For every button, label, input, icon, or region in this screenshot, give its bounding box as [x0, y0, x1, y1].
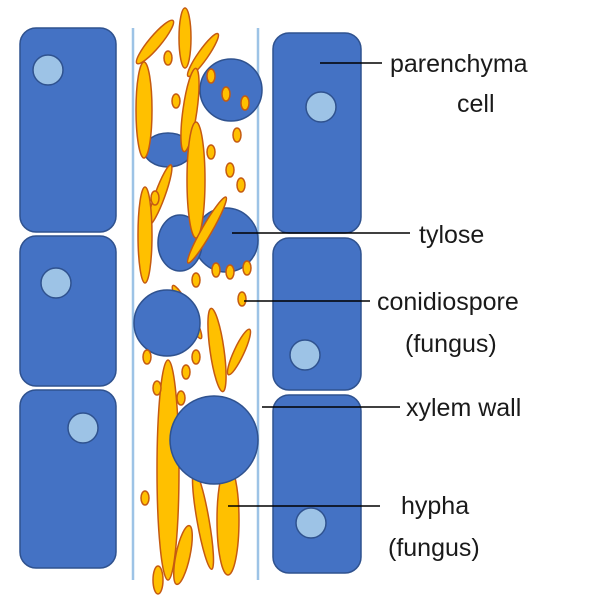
conidiospore: [172, 94, 180, 108]
label-tylose: tylose: [419, 221, 484, 249]
nucleus: [41, 268, 71, 298]
conidiospore: [233, 128, 241, 142]
conidiospore: [212, 263, 220, 277]
label-conidiospore-line2: (fungus): [405, 330, 497, 358]
conidiospore: [243, 261, 251, 275]
nucleus: [296, 508, 326, 538]
nucleus: [306, 92, 336, 122]
nucleus: [68, 413, 98, 443]
hypha: [136, 62, 152, 158]
parenchyma-cell: [273, 395, 361, 573]
conidiospore: [192, 273, 200, 287]
label-conidiospore-line1: conidiospore: [377, 288, 519, 316]
conidiospore: [192, 350, 200, 364]
conidiospore: [177, 391, 185, 405]
nucleus: [33, 55, 63, 85]
parenchyma-cell: [20, 236, 116, 386]
conidiospore: [141, 491, 149, 505]
labels: parenchyma cell tylose conidiospore (fun…: [377, 50, 528, 562]
conidiospore: [238, 292, 246, 306]
tylose: [200, 59, 262, 121]
tylose: [170, 396, 258, 484]
hypha: [204, 307, 230, 392]
conidiospore: [241, 96, 249, 110]
right-parenchyma-column: [273, 33, 361, 573]
hypha: [188, 470, 217, 571]
hypha: [138, 187, 152, 283]
conidiospore: [151, 191, 159, 205]
label-hypha-line2: (fungus): [388, 534, 480, 562]
conidiospore: [226, 265, 234, 279]
label-parenchyma-line1: parenchyma: [390, 50, 528, 78]
tylose: [134, 290, 200, 356]
conidiospore: [207, 145, 215, 159]
parenchyma-cell: [20, 390, 116, 568]
parenchyma-cell: [273, 238, 361, 390]
nucleus: [290, 340, 320, 370]
hypha: [153, 566, 163, 594]
label-hypha-line1: hypha: [401, 492, 469, 520]
conidiospore: [207, 69, 215, 83]
label-xylem-wall: xylem wall: [406, 394, 521, 422]
conidiospore: [237, 178, 245, 192]
conidiospore: [182, 365, 190, 379]
conidiospore: [143, 350, 151, 364]
conidiospore: [164, 51, 172, 65]
hypha: [224, 327, 254, 377]
parenchyma-cell: [20, 28, 116, 232]
label-parenchyma-line2: cell: [457, 90, 495, 118]
conidiospore: [226, 163, 234, 177]
hypha: [187, 122, 205, 238]
conidiospore: [153, 381, 161, 395]
left-parenchyma-column: [20, 28, 116, 568]
hypha: [179, 8, 191, 68]
conidiospore: [222, 87, 230, 101]
